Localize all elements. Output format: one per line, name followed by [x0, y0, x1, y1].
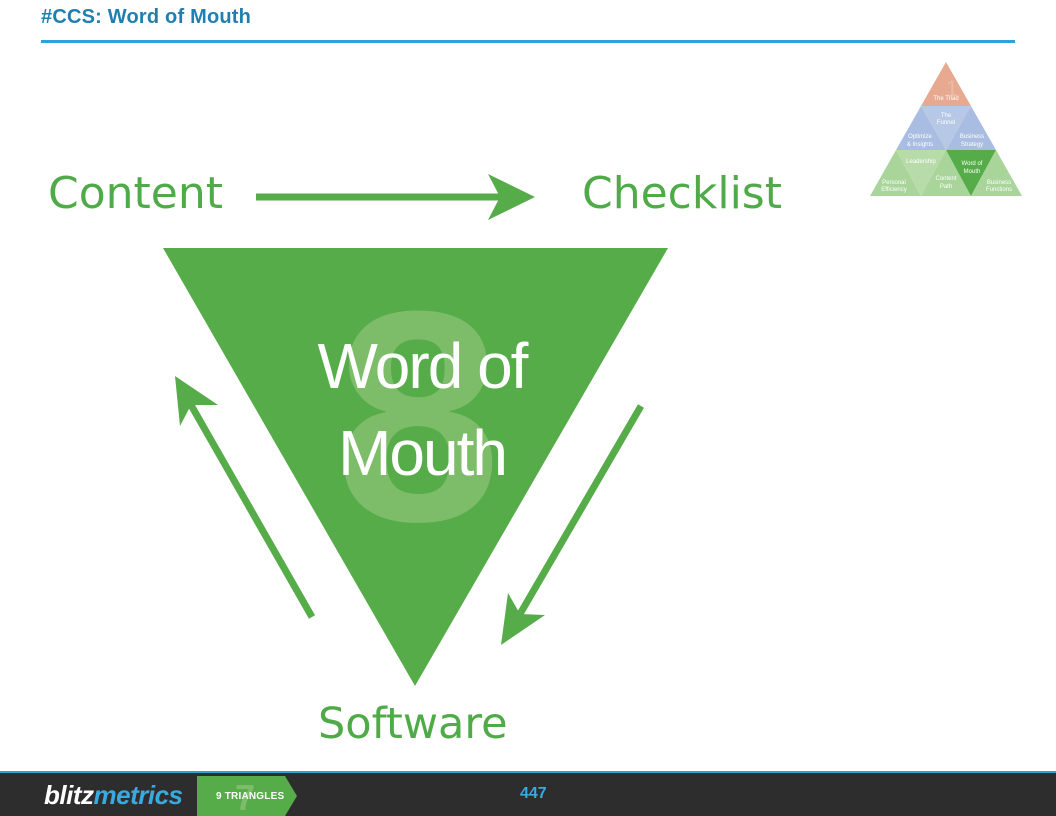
pyramid-bottom-inv-left [896, 150, 946, 196]
logo-part-metrics: metrics [93, 780, 184, 810]
pyramid-functions-line2: Functions [986, 187, 1012, 193]
arrow-up-left [175, 376, 316, 619]
pyramid-strategy-line1: Business [960, 134, 984, 140]
pyramid-mid-inverted [921, 106, 971, 150]
checklist-label: Checklist [582, 168, 782, 219]
pyramid-optimize-line1: Optimize [908, 134, 932, 140]
triangle-number-8: 8 [335, 248, 502, 584]
footer-bar [0, 773, 1056, 816]
pyramid-word-of-mouth-highlight [946, 150, 996, 196]
center-title-line1: Word of [318, 330, 529, 402]
software-label: Software [318, 699, 508, 749]
pyramid-top-label: The Triad [933, 96, 958, 102]
pyramid-funnel-line2: Funnel [937, 120, 955, 126]
nine-triangles-badge: 7 [197, 776, 297, 816]
pyramid-content-line2: Path [940, 184, 952, 190]
blitzmetrics-logo: blitzmetrics [44, 780, 183, 810]
pyramid-top-triangle [921, 62, 971, 106]
pyramid-strategy-line2: Strategy [961, 142, 983, 148]
pyramid-top-number: 1 [946, 76, 958, 101]
pyramid-functions-line1: Business [987, 180, 1011, 186]
pyramid-optimize-line2: & Insights [907, 142, 933, 148]
pyramid-bottom-mid [921, 150, 971, 196]
page-title: #CCS: Word of Mouth [41, 6, 252, 28]
nine-triangles-mini-pyramid: 1 The Triad The Funnel Optimize & Insigh… [870, 62, 1022, 196]
title-divider [41, 40, 1015, 43]
pyramid-content-line1: Content [935, 176, 956, 182]
content-label: Content [48, 168, 223, 219]
pyramid-wom-line1: Word of [962, 161, 983, 167]
badge-number: 7 [235, 777, 255, 816]
pyramid-mid-right [946, 106, 996, 150]
footer-divider [0, 771, 1056, 774]
pyramid-personal-line1: Personal [882, 180, 906, 186]
logo-part-blitz: blitz [44, 780, 94, 810]
pyramid-funnel-line1: The [941, 113, 952, 119]
arrow-right [256, 174, 535, 220]
page-number: 447 [520, 785, 547, 802]
arrow-down-left [501, 404, 645, 645]
pyramid-personal-line2: Efficiency [881, 187, 907, 193]
badge-label: 9 TRIANGLES [216, 791, 285, 802]
main-inverted-triangle [163, 248, 668, 686]
pyramid-leadership-label: Leadership [906, 159, 936, 165]
pyramid-mid-left [896, 106, 946, 150]
center-title-line2: Mouth [338, 417, 506, 489]
pyramid-wom-line2: Mouth [964, 169, 981, 175]
pyramid-bottom-left [870, 150, 921, 196]
pyramid-bottom-right [971, 150, 1022, 196]
